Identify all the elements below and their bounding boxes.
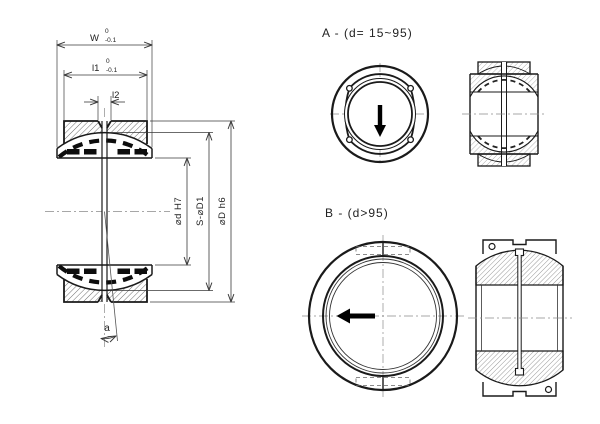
inner-ring-faces <box>56 148 153 275</box>
inner-ring-circle <box>347 81 413 147</box>
inner-ring-chamfer-circle <box>329 262 437 370</box>
outer-ring-top-outline <box>63 120 148 144</box>
liner-segments-top <box>67 149 147 155</box>
angle-label: a <box>104 323 110 334</box>
variant-a-side-view <box>462 61 546 167</box>
bottom-keyway-notch <box>514 367 525 376</box>
variant-a-front-view <box>330 63 430 165</box>
outer-ring-bottom-outline <box>63 279 148 303</box>
sphere-arc-bottom <box>56 273 153 292</box>
sphere-arc-top <box>56 131 153 150</box>
top-keyway-notch <box>514 248 525 257</box>
main-section-view: a <box>45 108 170 347</box>
outer-ring-od-circle <box>330 64 430 164</box>
liner-arc-top <box>477 79 531 93</box>
loading-notches <box>345 84 415 144</box>
dim-sphere-label: S-⌀D1 <box>195 196 206 226</box>
top-plate <box>482 239 557 254</box>
variant-a-title: A - (d= 15~95) <box>322 26 413 40</box>
variant-b-front-view <box>302 235 464 397</box>
bottom-plate-hole <box>544 385 553 394</box>
liner-segments-bottom <box>67 268 147 274</box>
outer-ring-top-hatch <box>64 121 147 144</box>
dim-l1-label: l1 <box>92 63 99 74</box>
dim-l2-label: l2 <box>112 90 119 101</box>
angle-dimension-arc <box>101 336 116 339</box>
dimension-annotations: W 0 -0.1 l1 0 -0.1 l2 ⌀d H7 S-⌀D1 ⌀D h6 <box>57 28 235 302</box>
outer-ring-bottom-hatch <box>64 279 147 302</box>
liner-arc-bottom <box>477 135 531 149</box>
dim-l1-tol-lower: -0.1 <box>106 67 118 74</box>
bottom-plate <box>482 382 557 397</box>
tilt-axis-line <box>104 211 118 342</box>
dim-w-tol-lower: -0.1 <box>105 37 117 44</box>
dim-od-label: ⌀D h6 <box>217 197 228 225</box>
hidden-recess-top <box>355 246 411 255</box>
dim-w-label: W <box>90 33 99 44</box>
variant-b-side-view <box>468 239 572 397</box>
variant-b-title: B - (d>95) <box>325 206 389 220</box>
dim-l1-tol-upper: 0 <box>106 58 110 65</box>
top-plate-hole <box>488 242 496 251</box>
hidden-recess-bottom <box>355 377 411 386</box>
sphere-edge-circle <box>325 258 441 374</box>
load-direction-arrow-down-icon <box>374 105 386 137</box>
dim-w-tol-upper: 0 <box>105 28 109 35</box>
dim-bore-label: ⌀d H7 <box>173 197 184 225</box>
load-direction-arrow-left-icon <box>336 308 375 324</box>
